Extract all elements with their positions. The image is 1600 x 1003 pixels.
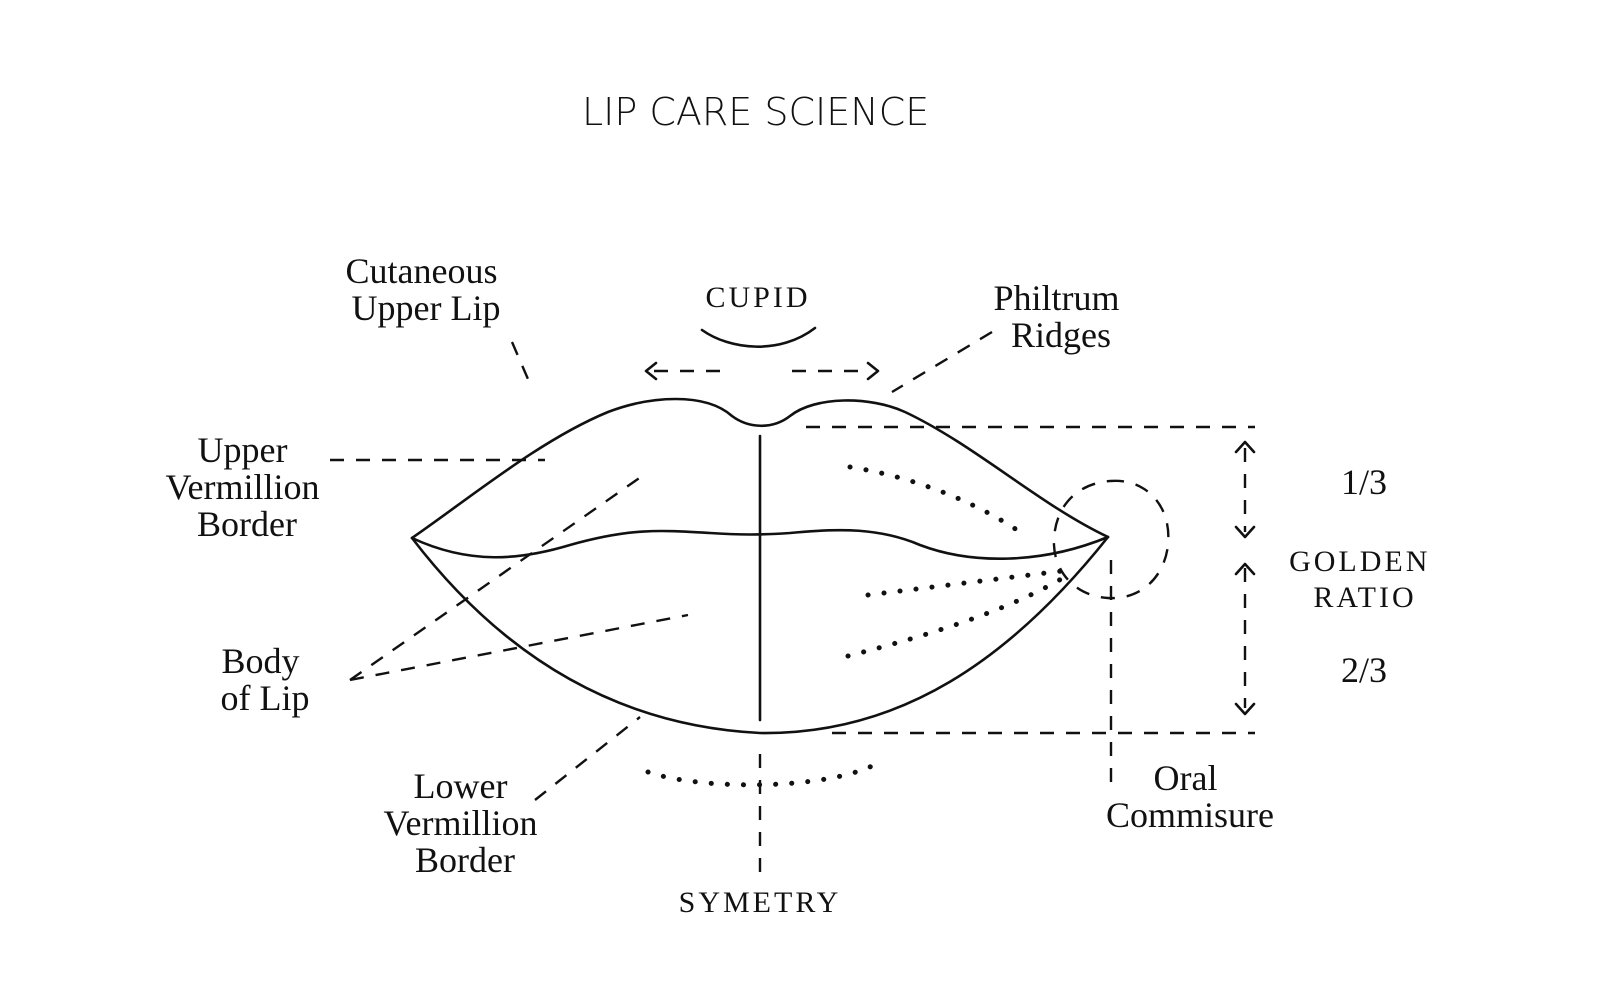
label-golden-ratio: GOLDEN RATIO [1289,545,1441,614]
label-line: Border [415,840,515,880]
cutaneous-leader [510,341,533,387]
lower-lip-dots-bottom [845,572,1071,659]
ratio-bottom-up-arrowhead [1234,562,1256,576]
upper-lip-outline [410,397,1110,540]
ratio-bottom-down-arrowhead [1234,702,1256,716]
dotted-lines [645,464,1071,788]
label-ratio-two-thirds: 2/3 [1341,650,1387,690]
commisure-circle [1052,479,1170,600]
cupid-bow-mark [700,326,817,348]
cupid-right-arrowhead [866,361,880,381]
label-line: Oral [1154,758,1218,798]
label-line: Philtrum [993,278,1119,318]
label-cupid: CUPID [705,281,810,314]
label-line: Vermillion [384,803,538,843]
lower-lip-dots-top [865,568,1065,598]
label-line: GOLDEN [1289,545,1430,578]
lip-line [410,528,1110,561]
label-line: Body [221,641,299,681]
label-line: Lower [414,766,508,806]
label-philtrum-ridges: Philtrum Ridges [993,278,1128,355]
label-line: Border [197,504,297,544]
label-line: Commisure [1106,795,1274,835]
label-ratio-one-third: 1/3 [1341,462,1387,502]
label-symetry: SYMETRY [679,886,842,919]
label-line: Cutaneous [346,251,498,291]
body-leader-lower [349,613,689,682]
label-oral-commisure: Oral Commisure [1106,758,1274,835]
philtrum-leader [891,330,993,394]
lower-lip-outline [410,535,1110,735]
upper-lip-dots [847,464,1023,535]
label-upper-vermillion-border: Upper Vermillion Border [166,430,329,544]
label-line: Upper Lip [352,288,501,328]
ratio-top-down-arrowhead [1234,525,1256,539]
dashed-guides [330,330,1255,875]
label-line: Vermillion [166,467,320,507]
label-line: Upper [198,430,288,470]
cupid-left-arrowhead [644,361,658,381]
chin-dots [645,763,875,788]
ratio-top-up-arrowhead [1234,440,1256,454]
body-leader-upper [349,471,649,681]
page-title: LIP CARE SCIENCE [582,90,929,134]
label-line: Ridges [1011,315,1111,355]
arrowheads [644,361,1256,716]
label-lower-vermillion-border: Lower Vermillion Border [384,766,547,880]
lip-outline [410,326,1110,735]
lower-vermillion-leader [534,716,641,801]
label-body-of-lip: Body of Lip [221,641,310,718]
label-cutaneous-upper-lip: Cutaneous Upper Lip [346,251,507,328]
label-line: of Lip [221,678,310,718]
label-line: RATIO [1313,581,1416,614]
